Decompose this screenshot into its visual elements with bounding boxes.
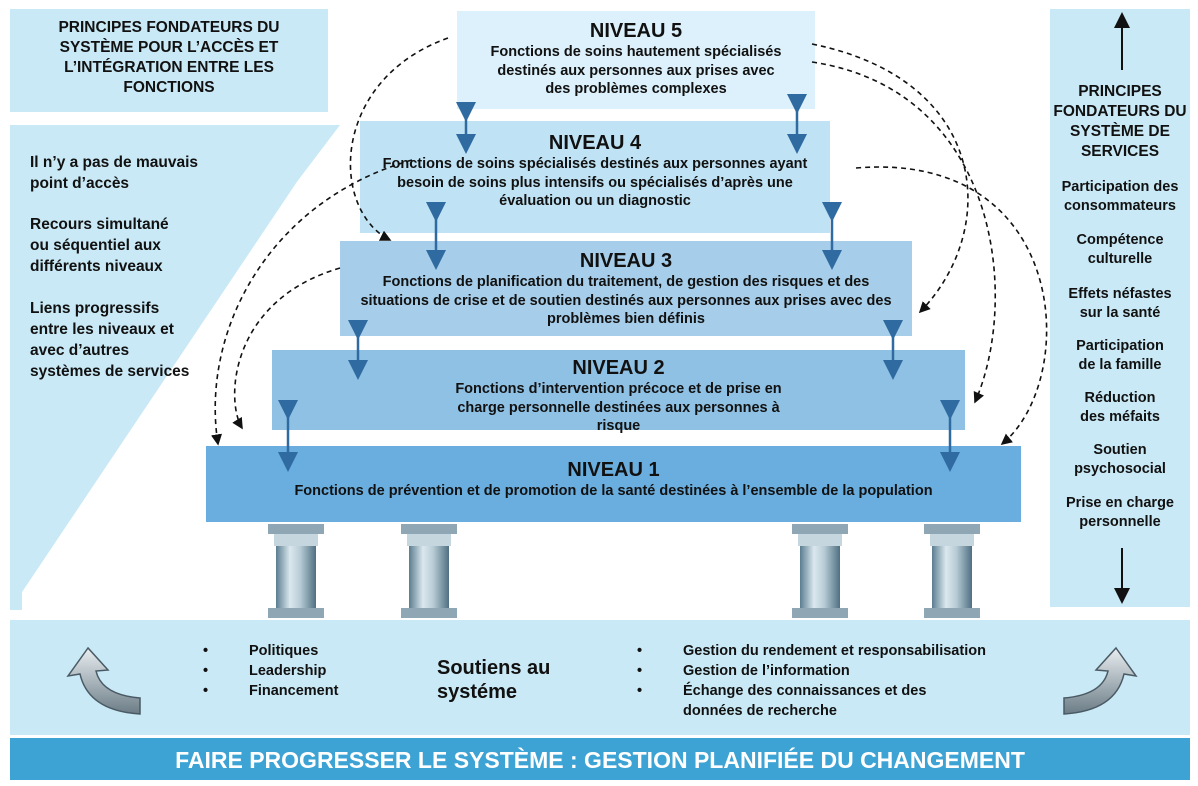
left-principle-item-1: Il n’y a pas de mauvais point d’accès bbox=[30, 154, 198, 192]
right-box-title: PRINCIPES FONDATEURS DU SYSTÈME DE SERVI… bbox=[1053, 83, 1187, 160]
level-5-title: NIVEAU 5 bbox=[589, 20, 683, 42]
level-4-box: NIVEAU 4 Fonctions de soins spécialisés … bbox=[360, 121, 830, 233]
level-4-title: NIVEAU 4 bbox=[548, 132, 642, 154]
support-item-politiques: Politiques bbox=[249, 643, 319, 659]
level-1-box: NIVEAU 1 Fonctions de prévention et de p… bbox=[206, 446, 1021, 522]
bullet: • bbox=[203, 663, 209, 679]
list-item: • Gestion du rendement et responsabilisat… bbox=[637, 641, 1057, 661]
level-2-box: NIVEAU 2 Fonctions d’intervention précoc… bbox=[272, 350, 965, 434]
bullet: • bbox=[203, 643, 209, 659]
footer-text: FAIRE PROGRESSER LE SYSTÈME : GESTION PL… bbox=[175, 747, 1025, 773]
supports-title: Soutiens au systéme bbox=[437, 657, 551, 703]
supports-left-list: • Politiques • Leadership • Financement bbox=[203, 641, 338, 701]
support-item-information: Gestion de l’information bbox=[683, 663, 850, 679]
left-title-box bbox=[10, 9, 328, 112]
level-1-title: NIVEAU 1 bbox=[567, 459, 660, 481]
right-principle-item-3: Effets néfastes sur la santé bbox=[1068, 286, 1172, 321]
support-item-rendement: Gestion du rendement et responsabilisati… bbox=[683, 643, 986, 659]
level-5-description: Fonctions de soins hautement spécialisés… bbox=[490, 44, 782, 97]
level-2-description: Fonctions d’intervention précoce et de p… bbox=[455, 381, 782, 434]
list-item: • Politiques bbox=[203, 641, 338, 661]
right-principle-item-5: Réduction des méfaits bbox=[1080, 390, 1160, 425]
level-5-box: NIVEAU 5 Fonctions de soins hautement sp… bbox=[457, 11, 815, 109]
support-item-financement: Financement bbox=[249, 683, 339, 699]
right-principle-item-1: Participation des consommateurs bbox=[1061, 179, 1179, 214]
list-item: • Gestion de l’information bbox=[637, 661, 1057, 681]
list-item: • Leadership bbox=[203, 661, 338, 681]
left-principle-item-3: Liens progressifs entre les niveaux et a… bbox=[30, 300, 190, 380]
bullet: • bbox=[203, 683, 209, 699]
right-principles-panel bbox=[1050, 9, 1190, 607]
right-principle-item-4: Participation de la famille bbox=[1076, 338, 1164, 373]
support-item-leadership: Leadership bbox=[249, 663, 327, 679]
level-3-description: Fonctions de planification du traitement… bbox=[360, 274, 892, 327]
level-3-title: NIVEAU 3 bbox=[579, 250, 673, 272]
supports-right-list: • Gestion du rendement et responsabilisat… bbox=[637, 641, 1057, 721]
bullet: • bbox=[637, 663, 643, 679]
footer-banner bbox=[10, 738, 1190, 780]
right-principle-item-6: Soutien psychosocial bbox=[1074, 442, 1166, 477]
list-item: • Financement bbox=[203, 681, 338, 701]
bullet: • bbox=[637, 683, 643, 699]
level-3-box: NIVEAU 3 Fonctions de planification du t… bbox=[340, 241, 912, 336]
level-2-title: NIVEAU 2 bbox=[572, 357, 665, 379]
support-item-connaissances: Échange des connaissances et des données… bbox=[683, 683, 927, 719]
level-1-description: Fonctions de prévention et de promotion … bbox=[294, 483, 933, 499]
supports-band bbox=[10, 620, 1190, 735]
bullet: • bbox=[637, 643, 643, 659]
left-principle-item-2: Recours simultané ou séquentiel aux diff… bbox=[30, 216, 169, 275]
right-principle-item-2: Compétence culturelle bbox=[1076, 232, 1164, 267]
left-box-title: PRINCIPES FONDATEURS DU SYSTÈME POUR L’A… bbox=[58, 19, 280, 96]
list-item: • Échange des connaissances et des donnée… bbox=[637, 681, 983, 721]
right-principle-item-7: Prise en charge personnelle bbox=[1066, 495, 1174, 530]
level-4-description: Fonctions de soins spécialisés destinés … bbox=[382, 156, 808, 209]
